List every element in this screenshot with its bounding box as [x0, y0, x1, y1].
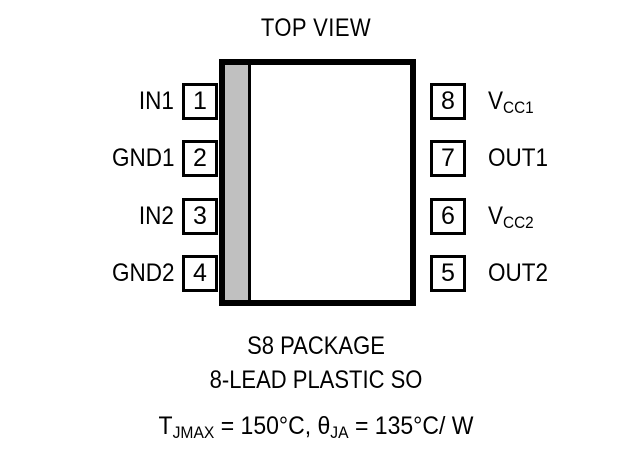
pin-label-in1: IN1	[139, 83, 174, 120]
pin-label-gnd2: GND2	[111, 255, 174, 292]
tjmax-subscript: JMAX	[172, 423, 215, 443]
pin-label-in2-text: IN2	[138, 202, 174, 230]
pin-label-gnd2-text: GND2	[111, 259, 174, 287]
pin-label-gnd1-text: GND1	[111, 144, 174, 172]
pin-label-vcc2-subscript: CC2	[503, 213, 534, 233]
package-description-caption: 8-LEAD PLASTIC SO	[209, 366, 423, 394]
package-name-caption: S8 PACKAGE	[247, 332, 385, 360]
theta-ja-symbol: θ	[317, 412, 331, 440]
theta-ja-subscript: JA	[330, 423, 349, 443]
thermal-specification: TJMAX = 150°C, θJA = 135°C/ W	[25, 412, 606, 443]
pin-label-gnd1: GND1	[111, 140, 174, 177]
pin-box-3: 3	[182, 198, 218, 235]
pin-label-in2: IN2	[139, 198, 174, 235]
tjmax-value: = 150°C,	[214, 412, 318, 440]
pin-label-out2-text: OUT2	[488, 259, 549, 287]
pin-box-2: 2	[182, 140, 218, 177]
pin-box-7: 7	[430, 140, 466, 177]
pin-box-1: 1	[182, 83, 218, 120]
pin-label-out1: OUT1	[488, 140, 548, 177]
pin-label-vcc2: VCC2	[488, 198, 534, 237]
tjmax-symbol: T	[158, 412, 173, 440]
pin-label-out1-text: OUT1	[488, 144, 549, 172]
pin-box-8: 8	[430, 83, 466, 120]
pin-label-vcc2-text: V	[488, 202, 504, 230]
package-body-outline	[219, 59, 416, 306]
pin-label-in1-text: IN1	[138, 87, 174, 115]
pin-label-out2: OUT2	[488, 255, 548, 292]
theta-ja-value: = 135°C/ W	[348, 412, 474, 440]
pin-box-4: 4	[182, 255, 218, 292]
pin1-bevel-band	[225, 65, 251, 300]
page-title: TOP VIEW	[260, 14, 372, 42]
pin-label-vcc1-text: V	[488, 87, 504, 115]
pin-label-vcc1-subscript: CC1	[503, 98, 534, 118]
pin-box-5: 5	[430, 255, 466, 292]
pin-box-6: 6	[430, 198, 466, 235]
pin-label-vcc1: VCC1	[488, 83, 534, 122]
